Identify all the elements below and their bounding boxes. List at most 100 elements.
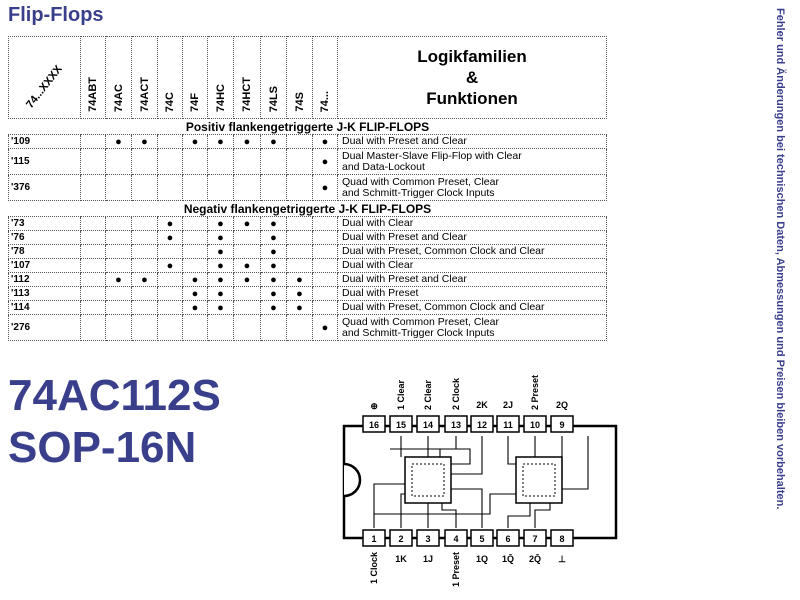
pin-label: 1K (395, 554, 407, 564)
empty-cell (233, 244, 261, 259)
empty-cell (233, 174, 261, 201)
family-column-header: 74C (157, 36, 183, 119)
availability-dot: ● (207, 216, 234, 231)
pin-box (416, 415, 440, 433)
empty-cell (233, 148, 261, 175)
family-column-header: 74HCT (233, 36, 261, 119)
empty-cell (312, 230, 338, 245)
availability-dot: ● (260, 286, 287, 301)
family-label: 74S (293, 92, 306, 112)
table-row: '115●Dual Master-Slave Flip-Flop with Cl… (8, 148, 607, 175)
availability-dot: ● (207, 286, 234, 301)
empty-cell (312, 244, 338, 259)
family-column-header: 74ABT (80, 36, 106, 119)
empty-cell (207, 148, 234, 175)
description-line: Dual with Preset, Common Clock and Clear (342, 245, 545, 257)
pin-box (444, 415, 468, 433)
availability-dot: ● (131, 134, 158, 149)
empty-cell (182, 314, 208, 341)
family-column-header: 74AC (105, 36, 132, 119)
empty-cell (207, 314, 234, 341)
device-number: '112 (8, 272, 81, 287)
pin-label: ⊕ (369, 402, 379, 410)
empty-cell (312, 258, 338, 273)
function-description: Dual with Preset (337, 286, 607, 301)
device-number: '114 (8, 300, 81, 315)
availability-dot: ● (233, 216, 261, 231)
availability-dot: ● (312, 148, 338, 175)
pin-box (444, 529, 468, 547)
pin-number: 7 (532, 534, 537, 544)
device-column-label: 74...XXXX (24, 62, 65, 111)
description-line: Quad with Common Preset, Clear (342, 315, 499, 328)
availability-dot: ● (207, 300, 234, 315)
pin-label: 1 Clear (396, 379, 406, 410)
family-label: 74... (319, 90, 331, 112)
pin-number: 1 (371, 534, 376, 544)
availability-dot: ● (260, 230, 287, 245)
table-row: '78●●Dual with Preset, Common Clock and … (8, 244, 607, 259)
availability-dot: ● (286, 286, 313, 301)
pin-box (470, 415, 494, 433)
empty-cell (157, 134, 183, 149)
family-label: 74ABT (87, 77, 99, 112)
device-number: '113 (8, 286, 81, 301)
empty-cell (312, 286, 338, 301)
availability-dot: ● (286, 300, 313, 315)
empty-cell (182, 216, 208, 231)
availability-dot: ● (312, 134, 338, 149)
empty-cell (131, 258, 158, 273)
empty-cell (80, 258, 106, 273)
pin-number: 2 (398, 534, 403, 544)
device-number: '376 (8, 174, 81, 201)
empty-cell (286, 174, 313, 201)
availability-dot: ● (182, 300, 208, 315)
family-label: 74AC (112, 83, 125, 112)
ic-body (342, 424, 618, 540)
pin-number: 5 (479, 534, 484, 544)
description-line: Dual with Clear (342, 217, 414, 229)
pin-box (362, 415, 386, 433)
availability-dot: ● (312, 314, 338, 341)
availability-dot: ● (157, 230, 183, 245)
empty-cell (182, 244, 208, 259)
section-header-row: Positiv flankengetriggerte J-K FLIP-FLOP… (8, 118, 607, 135)
function-description: Dual with Preset and Clear (337, 134, 607, 149)
pin-box (523, 415, 547, 433)
family-label: 74F (189, 93, 201, 112)
device-number: '276 (8, 314, 81, 341)
pin-label: 2 Clear (423, 379, 433, 410)
empty-cell (80, 148, 106, 175)
device-number: '73 (8, 216, 81, 231)
empty-cell (131, 216, 158, 231)
empty-cell (182, 174, 208, 201)
empty-cell (233, 230, 261, 245)
flip-flop-2-inner (522, 463, 556, 497)
availability-dot: ● (207, 258, 234, 273)
availability-dot: ● (157, 216, 183, 231)
header-ampersand: & (465, 68, 479, 87)
empty-cell (286, 148, 313, 175)
availability-dot: ● (260, 134, 287, 149)
availability-dot: ● (207, 272, 234, 287)
availability-dot: ● (182, 272, 208, 287)
part-number: 74AC112S (8, 371, 221, 420)
family-column-header: 74ACT (131, 36, 158, 119)
empty-cell (312, 272, 338, 287)
empty-cell (157, 272, 183, 287)
availability-dot: ● (260, 272, 287, 287)
pin-box (416, 529, 440, 547)
description-line: Dual with Preset, Common Clock and Clear (342, 301, 545, 313)
empty-cell (105, 230, 132, 245)
empty-cell (105, 148, 132, 175)
description-line: and Data-Lockout (342, 160, 425, 173)
family-column-header: 74HC (207, 36, 234, 119)
family-label: 74LS (267, 85, 280, 112)
pin-box (523, 529, 547, 547)
description-line: and Schmitt-Trigger Clock Inputs (342, 326, 495, 339)
family-label: 74HCT (241, 77, 253, 112)
empty-cell (157, 286, 183, 301)
description-line: Quad with Common Preset, Clear (342, 175, 499, 188)
function-column-header: Logikfamilien & Funktionen (337, 36, 607, 119)
